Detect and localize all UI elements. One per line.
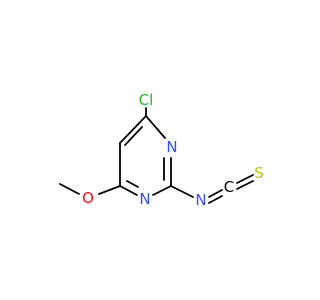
bond-c6-n1-inner [126,180,139,188]
isothiocyanate-n-label: N [195,191,206,209]
bond-lines [59,107,254,204]
ring-n3-atom-label: N [166,138,177,156]
bond-c4-c5 [119,115,147,144]
bond-c-s-1 [236,174,254,184]
bond-n-c-1 [208,189,223,198]
bond-c6-n1 [119,185,138,196]
oxygen-atom-label: O [82,189,94,207]
bond-c-s-2 [236,180,254,190]
sulfur-atom-label: S [254,164,264,182]
ring-n1-atom-label: N [139,190,150,208]
bond-n-c-2 [208,195,223,204]
bond-c6-o [98,185,121,195]
bond-c4-n3 [145,115,166,139]
bond-c4-c5-inner [124,126,143,146]
bond-o-ch3 [59,183,80,195]
molecule-structure: Cl N N O N C S [59,91,264,209]
isothiocyanate-c-label: C [224,178,234,196]
bond-c2-n [170,185,194,198]
chlorine-atom-label: Cl [139,91,154,109]
bond-n1-c2 [152,185,172,196]
